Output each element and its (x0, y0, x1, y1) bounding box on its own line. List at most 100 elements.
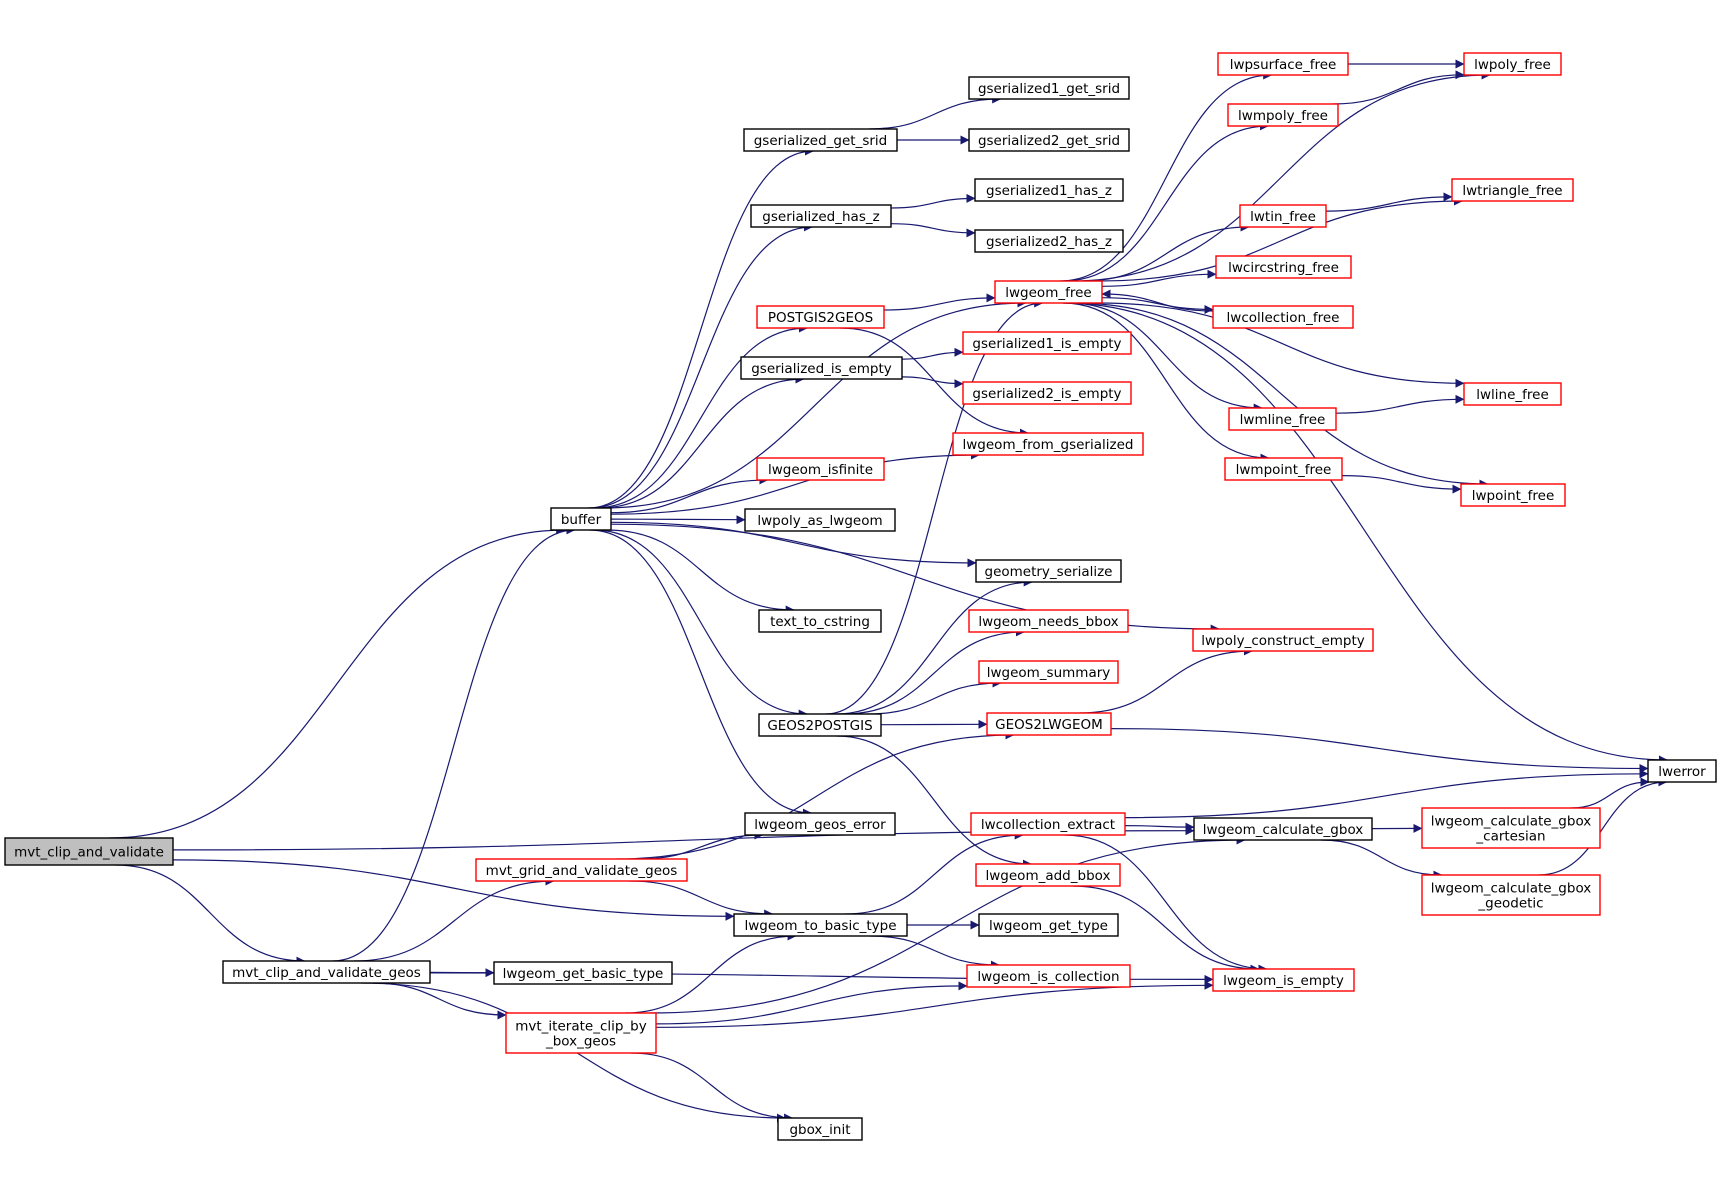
node-box[interactable] (1421, 807, 1601, 849)
node-box[interactable] (1217, 52, 1349, 76)
node-lwpoly-free[interactable]: lwpoly_free (1463, 52, 1562, 76)
node-lwerror[interactable]: lwerror (1647, 759, 1717, 783)
node-mvt-iterate-clip-by-box-geos[interactable]: mvt_iterate_clip_by_box_geos (505, 1012, 657, 1054)
node-gbox-init[interactable]: gbox_init (777, 1117, 863, 1141)
node-lwline-free[interactable]: lwline_free (1463, 382, 1562, 406)
node-box[interactable] (493, 961, 673, 985)
node-geos2postgis[interactable]: GEOS2POSTGIS (758, 713, 882, 737)
node-box[interactable] (733, 913, 908, 937)
node-box[interactable] (1224, 457, 1343, 481)
node-gserialized2-get-srid[interactable]: gserialized2_get_srid (968, 128, 1130, 152)
node-lwcollection-extract[interactable]: lwcollection_extract (970, 812, 1126, 836)
node-lwpoly-as-lwgeom[interactable]: lwpoly_as_lwgeom (744, 508, 896, 532)
node-box[interactable] (978, 660, 1119, 684)
node-text-to-cstring[interactable]: text_to_cstring (758, 609, 882, 633)
node-box[interactable] (975, 559, 1122, 583)
node-lwgeom-free[interactable]: lwgeom_free (994, 280, 1103, 304)
node-gserialized1-has-z[interactable]: gserialized1_has_z (974, 178, 1124, 202)
node-gserialized1-get-srid[interactable]: gserialized1_get_srid (968, 76, 1130, 100)
node-geos2lwgeom[interactable]: GEOS2LWGEOM (986, 712, 1112, 736)
node-lwgeom-get-basic-type[interactable]: lwgeom_get_basic_type (493, 961, 673, 985)
node-box[interactable] (1227, 103, 1339, 127)
node-box[interactable] (1463, 382, 1562, 406)
node-mvt-clip-and-validate-geos[interactable]: mvt_clip_and_validate_geos (222, 960, 431, 984)
node-lwmline-free[interactable]: lwmline_free (1228, 407, 1337, 431)
node-lwgeom-is-empty[interactable]: lwgeom_is_empty (1212, 968, 1355, 992)
node-box[interactable] (222, 960, 431, 984)
node-lwtin-free[interactable]: lwtin_free (1239, 204, 1327, 228)
node-gserialized2-is-empty[interactable]: gserialized2_is_empty (962, 381, 1132, 405)
node-geometry-serialize[interactable]: geometry_serialize (975, 559, 1122, 583)
node-box[interactable] (968, 128, 1130, 152)
node-box[interactable] (966, 964, 1131, 988)
node-box[interactable] (1421, 874, 1601, 916)
node-lwgeom-calculate-gbox[interactable]: lwgeom_calculate_gbox (1193, 817, 1373, 841)
node-box[interactable] (4, 837, 174, 866)
node-box[interactable] (968, 76, 1130, 100)
node-lwgeom-calculate-gbox-cartesian[interactable]: lwgeom_calculate_gbox_cartesian (1421, 807, 1601, 849)
node-lwcircstring-free[interactable]: lwcircstring_free (1215, 255, 1352, 279)
node-box[interactable] (756, 457, 885, 481)
node-box[interactable] (952, 432, 1144, 456)
node-box[interactable] (1460, 483, 1566, 507)
node-lwpsurface-free[interactable]: lwpsurface_free (1217, 52, 1349, 76)
node-box[interactable] (1192, 628, 1374, 652)
node-lwgeom-get-type[interactable]: lwgeom_get_type (978, 913, 1119, 937)
node-lwgeom-needs-bbox[interactable]: lwgeom_needs_bbox (968, 609, 1129, 633)
node-box[interactable] (744, 812, 896, 836)
node-gserialized-get-srid[interactable]: gserialized_get_srid (743, 128, 898, 152)
node-box[interactable] (1228, 407, 1337, 431)
node-box[interactable] (975, 863, 1121, 887)
node-box[interactable] (744, 508, 896, 532)
node-box[interactable] (758, 713, 882, 737)
node-box[interactable] (758, 609, 882, 633)
node-gserialized-is-empty[interactable]: gserialized_is_empty (740, 356, 903, 380)
node-box[interactable] (974, 229, 1124, 253)
node-box[interactable] (1215, 255, 1352, 279)
node-box[interactable] (750, 204, 892, 228)
node-lwgeom-add-bbox[interactable]: lwgeom_add_bbox (975, 863, 1121, 887)
node-box[interactable] (974, 178, 1124, 202)
node-box[interactable] (505, 1012, 657, 1054)
node-lwmpoint-free[interactable]: lwmpoint_free (1224, 457, 1343, 481)
node-lwcollection-free[interactable]: lwcollection_free (1212, 305, 1354, 329)
node-box[interactable] (968, 609, 1129, 633)
node-box[interactable] (962, 381, 1132, 405)
node-box[interactable] (986, 712, 1112, 736)
node-lwpoly-construct-empty[interactable]: lwpoly_construct_empty (1192, 628, 1374, 652)
node-postgis2geos[interactable]: POSTGIS2GEOS (756, 305, 885, 329)
node-box[interactable] (550, 507, 612, 531)
node-mvt-clip-and-validate[interactable]: mvt_clip_and_validate (4, 837, 174, 866)
node-lwgeom-isfinite[interactable]: lwgeom_isfinite (756, 457, 885, 481)
node-lwgeom-from-gserialized[interactable]: lwgeom_from_gserialized (952, 432, 1144, 456)
node-lwgeom-calculate-gbox-geodetic[interactable]: lwgeom_calculate_gbox_geodetic (1421, 874, 1601, 916)
node-lwmpoly-free[interactable]: lwmpoly_free (1227, 103, 1339, 127)
node-box[interactable] (1239, 204, 1327, 228)
node-box[interactable] (1193, 817, 1373, 841)
node-gserialized2-has-z[interactable]: gserialized2_has_z (974, 229, 1124, 253)
node-box[interactable] (740, 356, 903, 380)
node-gserialized1-is-empty[interactable]: gserialized1_is_empty (962, 331, 1132, 355)
node-lwgeom-geos-error[interactable]: lwgeom_geos_error (744, 812, 896, 836)
node-box[interactable] (777, 1117, 863, 1141)
node-box[interactable] (743, 128, 898, 152)
node-lwpoint-free[interactable]: lwpoint_free (1460, 483, 1566, 507)
node-box[interactable] (1212, 968, 1355, 992)
node-lwgeom-summary[interactable]: lwgeom_summary (978, 660, 1119, 684)
node-box[interactable] (978, 913, 1119, 937)
node-lwgeom-to-basic-type[interactable]: lwgeom_to_basic_type (733, 913, 908, 937)
node-buffer[interactable]: buffer (550, 507, 612, 531)
node-box[interactable] (1212, 305, 1354, 329)
node-box[interactable] (1451, 178, 1574, 202)
node-box[interactable] (994, 280, 1103, 304)
node-box[interactable] (475, 858, 688, 882)
node-box[interactable] (962, 331, 1132, 355)
node-box[interactable] (1647, 759, 1717, 783)
node-box[interactable] (1463, 52, 1562, 76)
node-lwtriangle-free[interactable]: lwtriangle_free (1451, 178, 1574, 202)
node-lwgeom-is-collection[interactable]: lwgeom_is_collection (966, 964, 1131, 988)
node-box[interactable] (970, 812, 1126, 836)
node-gserialized-has-z[interactable]: gserialized_has_z (750, 204, 892, 228)
node-mvt-grid-and-validate-geos[interactable]: mvt_grid_and_validate_geos (475, 858, 688, 882)
node-box[interactable] (756, 305, 885, 329)
